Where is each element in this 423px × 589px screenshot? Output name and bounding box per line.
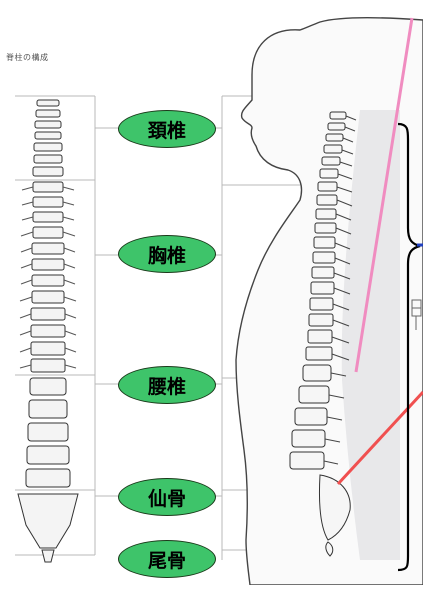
label-cervical: 頚椎 bbox=[118, 110, 216, 148]
label-sacrum: 仙骨 bbox=[118, 478, 216, 516]
label-thoracic: 胸椎 bbox=[118, 235, 216, 273]
label-thoracic-text: 胸椎 bbox=[148, 241, 186, 268]
label-coccyx-text: 尾骨 bbox=[148, 546, 186, 573]
label-lumbar-text: 腰椎 bbox=[148, 372, 186, 399]
label-sacrum-text: 仙骨 bbox=[148, 484, 186, 511]
label-lumbar: 腰椎 bbox=[118, 366, 216, 404]
spine-front-view bbox=[18, 100, 78, 562]
label-coccyx: 尾骨 bbox=[118, 540, 216, 578]
diagram-heading: 脊柱の構成 bbox=[6, 52, 49, 63]
label-cervical-text: 頚椎 bbox=[148, 116, 186, 143]
